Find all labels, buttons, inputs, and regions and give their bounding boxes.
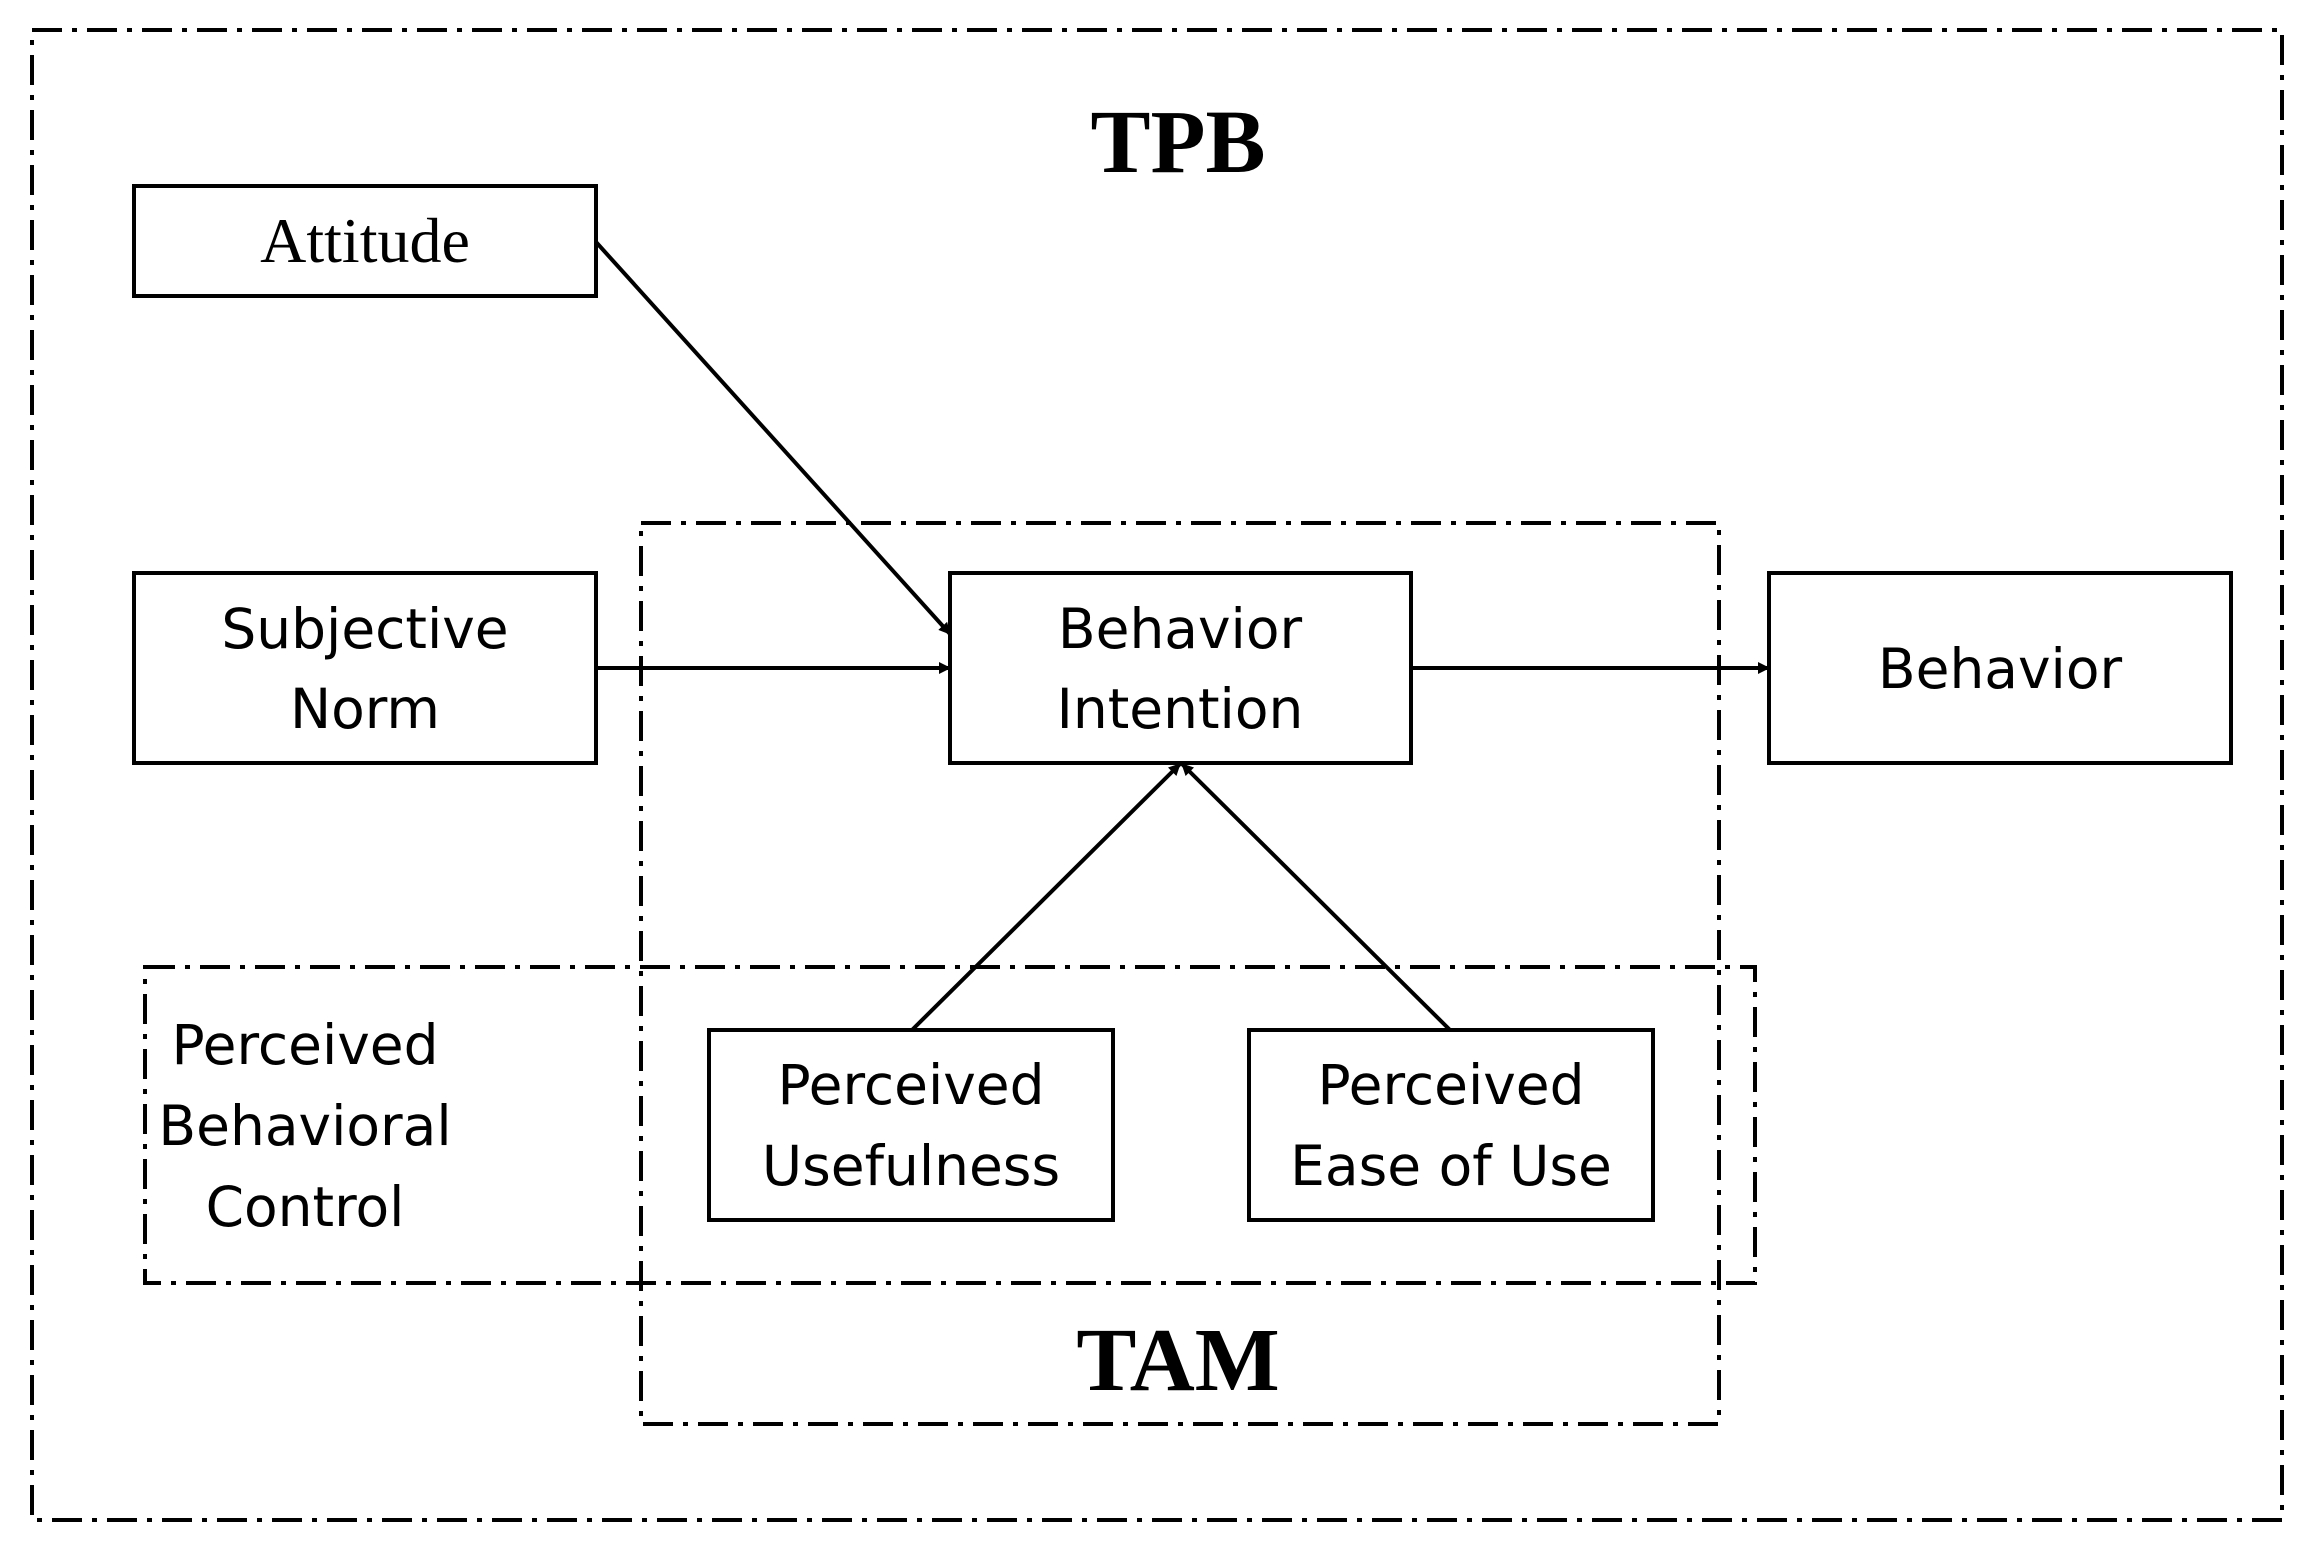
arrow-usefulness-to-intention (910, 762, 1182, 1032)
tam-region (639, 521, 1721, 1426)
tam-title: TAM (1076, 1311, 1279, 1410)
node-behavior-intention-line-2: Intention (1057, 677, 1304, 741)
node-perceived-usefulness-line-1: Perceived (777, 1053, 1044, 1117)
node-attitude-label: Attitude (260, 205, 470, 276)
node-behavior: Behavior (1767, 571, 2233, 765)
node-pbc-line-1: Perceived (171, 1013, 438, 1077)
node-subjective-norm-line-1: Subjective (221, 597, 508, 661)
node-attitude: Attitude (132, 184, 598, 298)
node-perceived-ease-of-use-line-1: Perceived (1317, 1053, 1584, 1117)
node-subjective-norm: Subjective Norm (132, 571, 598, 765)
node-behavior-label: Behavior (1878, 637, 2123, 701)
pbc-region (143, 965, 1757, 1285)
arrow-attitude-to-intention (594, 240, 952, 636)
node-pbc-line-2: Behavioral (158, 1094, 451, 1158)
node-behavior-intention: Behavior Intention (948, 571, 1413, 765)
tpb-region (30, 28, 2284, 1522)
node-pbc-line-3: Control (206, 1175, 405, 1239)
node-perceived-behavioral-control: Perceived Behavioral Control (158, 1013, 451, 1239)
node-subjective-norm-line-2: Norm (290, 677, 440, 741)
node-perceived-ease-of-use: Perceived Ease of Use (1247, 1028, 1655, 1222)
node-perceived-usefulness: Perceived Usefulness (707, 1028, 1115, 1222)
tpb-title: TPB (1090, 93, 1265, 192)
node-perceived-ease-of-use-line-2: Ease of Use (1290, 1134, 1612, 1198)
node-behavior-intention-line-1: Behavior (1058, 597, 1303, 661)
node-perceived-usefulness-line-2: Usefulness (762, 1134, 1060, 1198)
arrow-easeofuse-to-intention (1180, 762, 1452, 1032)
